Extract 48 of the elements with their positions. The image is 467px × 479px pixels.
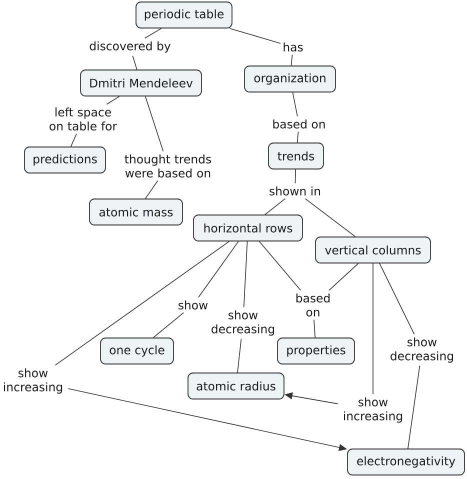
connector-line xyxy=(408,365,420,449)
linking-phrase: based on xyxy=(273,119,325,129)
connector-line xyxy=(70,133,77,147)
connector-line xyxy=(229,28,281,44)
linking-phrase: has xyxy=(284,42,303,52)
linking-phrase: discovered by xyxy=(90,41,171,53)
connector-line xyxy=(144,28,162,39)
connector-line xyxy=(106,96,120,105)
concept-box: organization xyxy=(244,66,336,92)
concept-box: predictions xyxy=(24,146,106,174)
connector-line xyxy=(132,55,138,70)
concept-box: one cycle xyxy=(100,338,174,364)
linking-phrase: show increasing xyxy=(344,397,402,423)
linking-phrase: based on xyxy=(296,293,330,317)
connector-line xyxy=(290,54,293,66)
connector-line xyxy=(379,263,415,335)
linking-phrase: shown in xyxy=(270,186,320,196)
connector-line xyxy=(304,198,356,237)
concept-box: atomic mass xyxy=(89,198,183,226)
connector-line xyxy=(144,180,158,199)
linking-phrase: show decreasing xyxy=(390,337,454,363)
linking-phrase: left space on table for xyxy=(50,107,118,131)
connector-line xyxy=(54,241,230,366)
connector-line xyxy=(144,96,164,152)
connector-line xyxy=(152,312,184,338)
connector-line xyxy=(372,263,374,395)
concept-box: vertical columns xyxy=(315,236,431,264)
concept-box: horizontal rows xyxy=(193,214,303,242)
connector-line xyxy=(328,263,359,291)
concept-box: atomic radius xyxy=(188,372,284,400)
linking-phrase: show decreasing xyxy=(212,310,274,336)
linking-phrase: show increasing xyxy=(4,368,62,394)
concept-box: electronegativity xyxy=(347,448,465,476)
linking-phrase: thought trends were based on xyxy=(124,154,212,178)
connector-line xyxy=(198,241,239,298)
connector-line xyxy=(258,241,301,291)
concept-box: Dmitri Mendeleev xyxy=(80,70,202,96)
connector-line xyxy=(294,169,296,184)
concept-box: trends xyxy=(268,142,324,170)
connector-line xyxy=(296,131,299,143)
concept-box: properties xyxy=(277,338,355,364)
linking-phrase: show xyxy=(178,300,208,310)
connector-line xyxy=(264,198,286,215)
concept-box: periodic table xyxy=(136,2,232,28)
connector-line xyxy=(237,338,242,373)
connector-line xyxy=(314,319,316,338)
connector-line xyxy=(292,92,298,117)
connector-line xyxy=(243,241,248,308)
